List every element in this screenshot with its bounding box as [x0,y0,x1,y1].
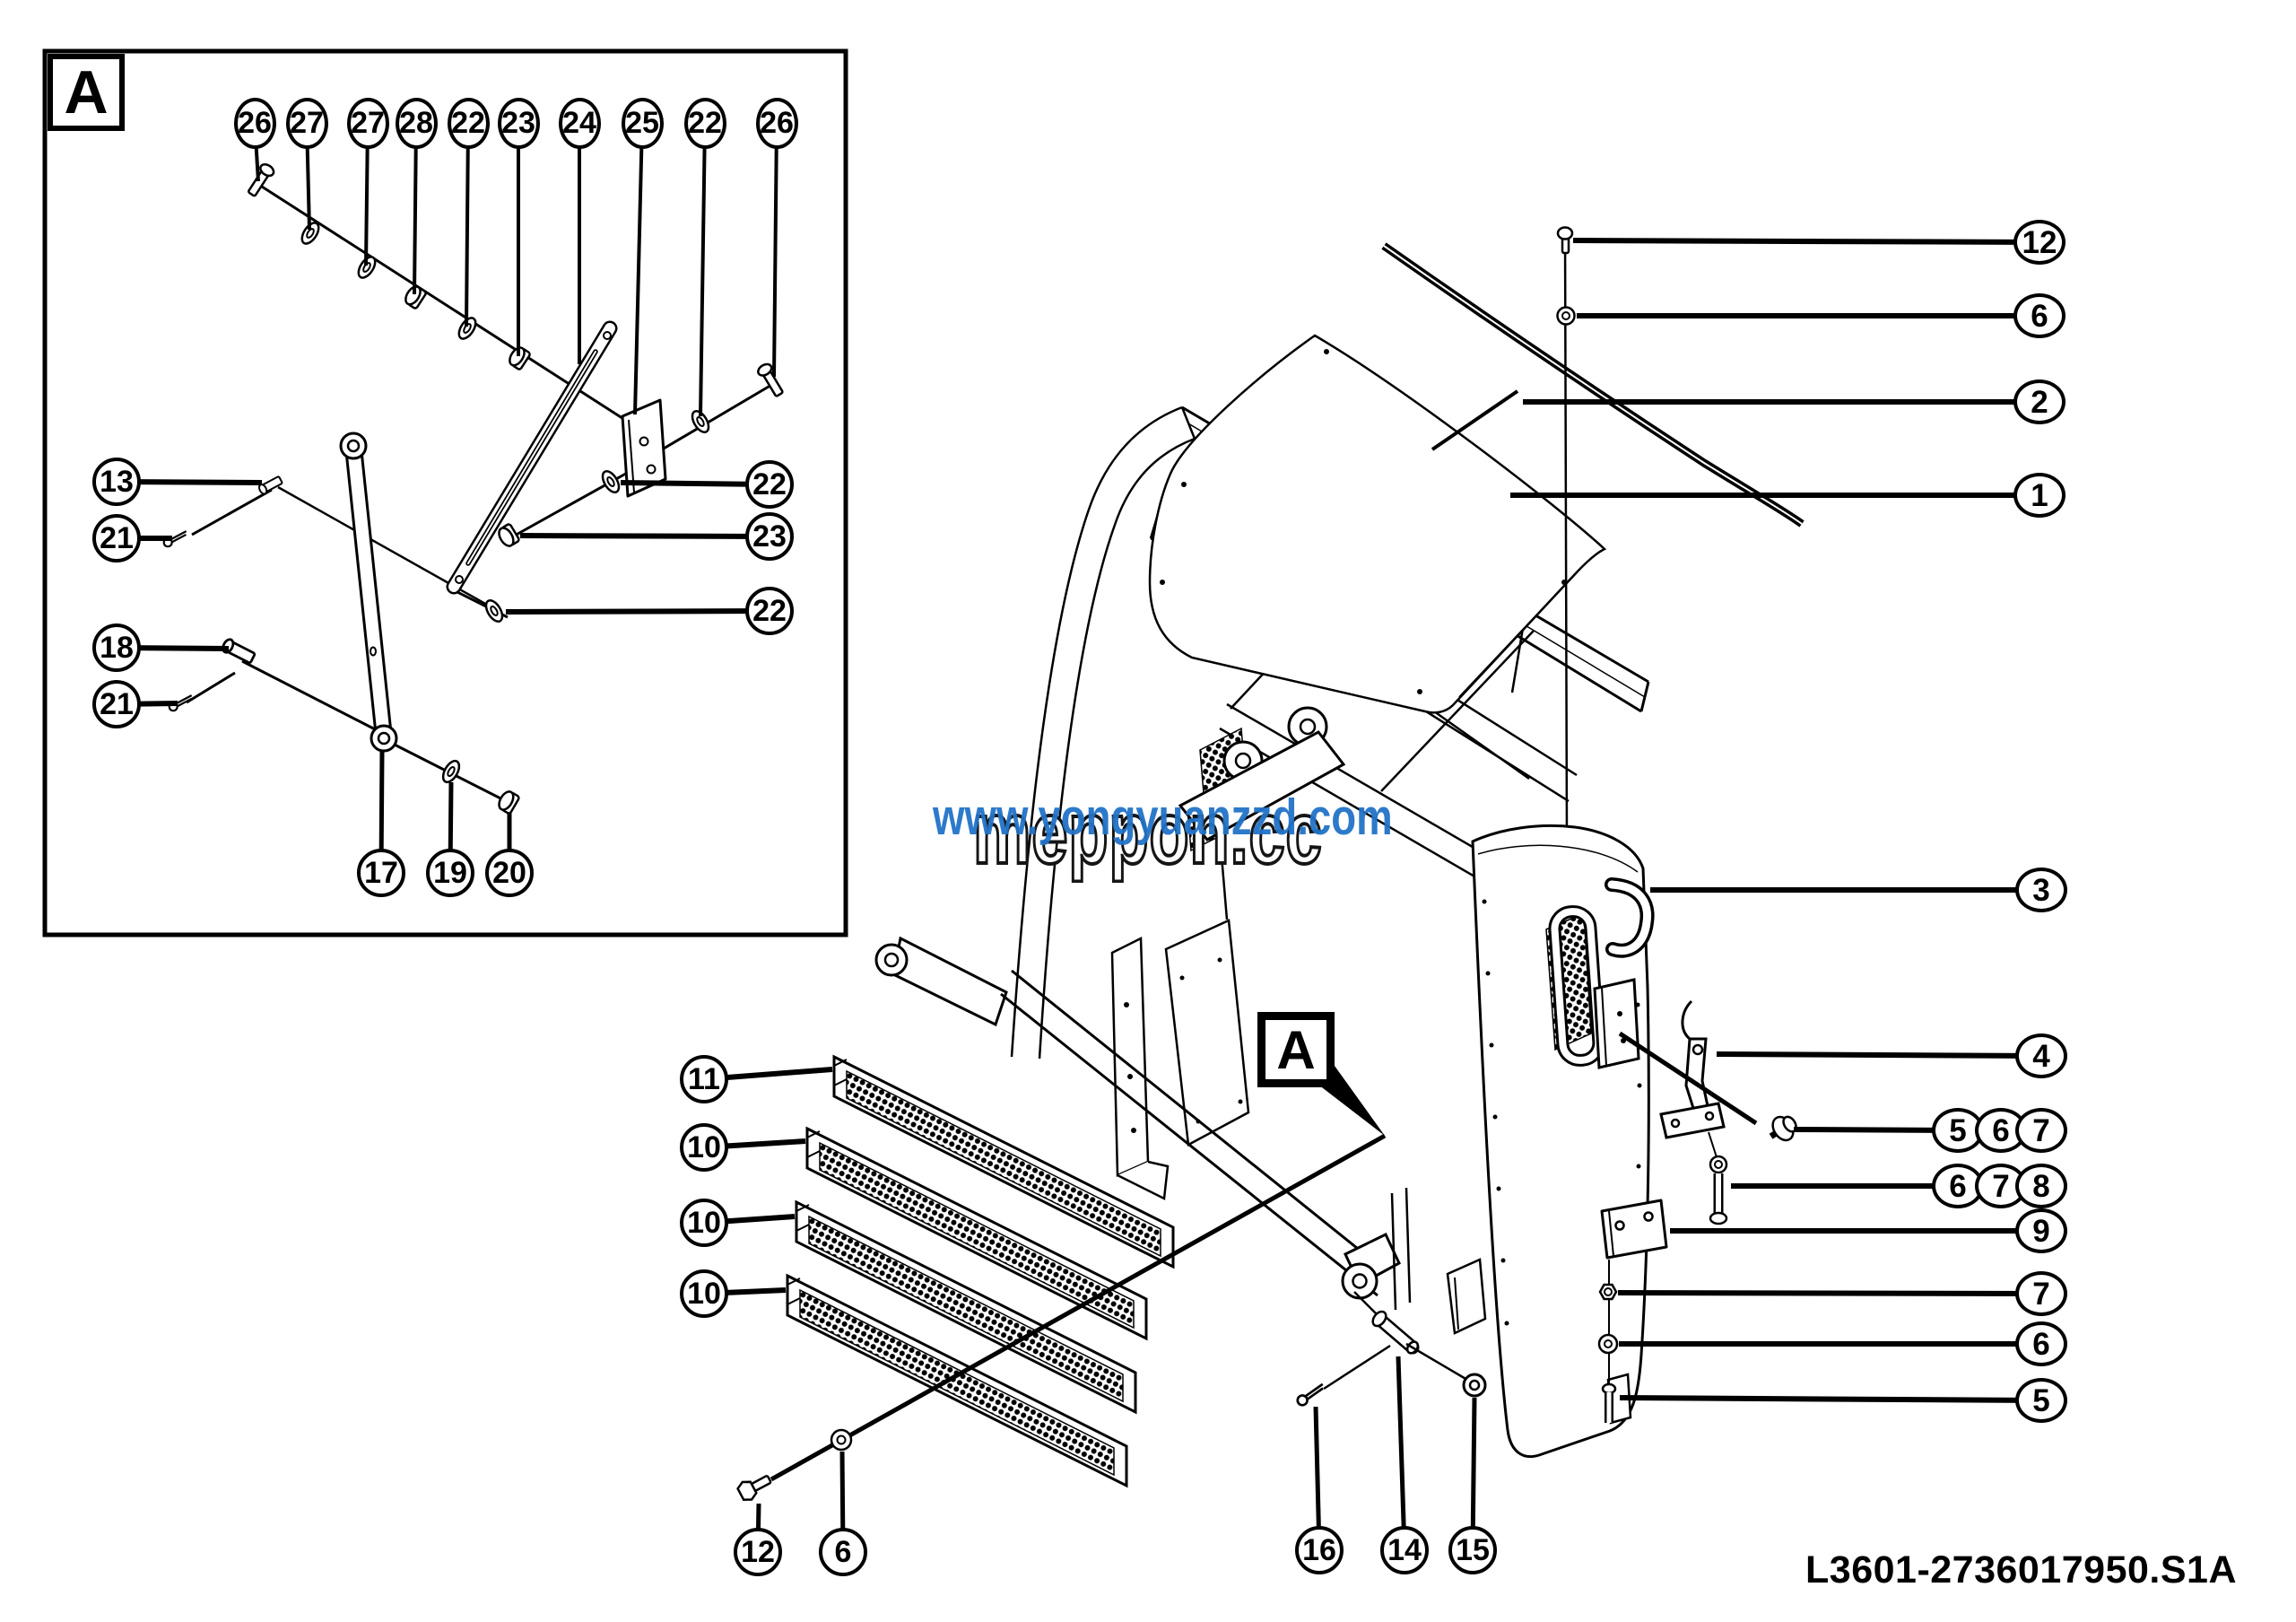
callout-22: 22 [745,460,794,509]
callout-10: 10 [680,1199,728,1247]
callout-10: 10 [680,1123,728,1172]
callout-27: 27 [285,97,328,149]
detail-view-label: A [48,54,125,131]
callout-18: 18 [92,624,141,672]
callout-6: 6 [2015,1321,2067,1366]
watermark-outline-text: meppon.cc [972,781,1324,884]
callout-25: 25 [621,97,664,149]
callout-27: 27 [346,97,389,149]
callout-6: 6 [819,1528,867,1576]
hood-panel-art [1148,334,1607,714]
callout-12: 12 [734,1528,782,1576]
callout-22: 22 [447,97,490,149]
callout-20: 20 [485,849,534,897]
callout-21: 21 [92,680,141,728]
callout-15: 15 [1448,1526,1497,1574]
callout-21: 21 [92,514,141,562]
callout-7: 7 [2015,1271,2067,1316]
callout-3: 3 [2015,868,2067,912]
hinge-pin-art [1294,1291,1487,1408]
watermark-url-text: www.yongyuanzzd.com [933,789,1393,846]
trim-strip-art [1381,226,1805,841]
callout-9: 9 [2015,1208,2067,1253]
callout-6: 6 [1932,1164,1984,1208]
callout-6: 6 [2013,293,2066,338]
drawing-part-number: L3601-2736017950.S1A [1805,1548,2237,1591]
callout-7: 7 [2015,1108,2067,1153]
callout-11: 11 [680,1055,728,1103]
callout-16: 16 [1295,1526,1344,1574]
callout-22: 22 [745,587,794,635]
callout-8: 8 [2015,1164,2067,1208]
callout-4: 4 [2015,1033,2067,1078]
detail-a-art [42,48,848,937]
callout-22: 22 [683,97,726,149]
callout-leader-lines [116,122,2042,1553]
callout-17: 17 [357,849,405,897]
callout-1: 1 [2013,473,2066,518]
callout-13: 13 [92,458,141,506]
callout-24: 24 [558,97,601,149]
detail-reference-marker: A [1257,1012,1335,1087]
callout-2: 2 [2013,379,2066,424]
callout-10: 10 [680,1269,728,1318]
callout-23: 23 [745,512,794,561]
side-panel-art [1471,824,1655,1458]
callout-26: 26 [755,97,798,149]
callout-26: 26 [233,97,276,149]
callout-5: 5 [2015,1378,2067,1423]
latch-hardware-art [1597,999,1797,1423]
callout-12: 12 [2013,220,2066,265]
callout-14: 14 [1380,1526,1429,1574]
callout-19: 19 [426,849,474,897]
callout-23: 23 [497,97,540,149]
callout-28: 28 [395,97,438,149]
